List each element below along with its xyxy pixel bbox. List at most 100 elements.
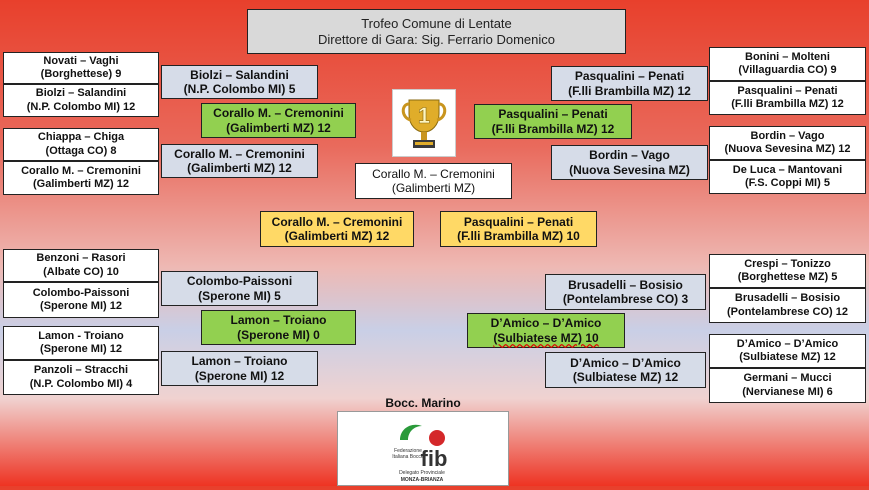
team-club-score: (F.lli Brambilla MZ) 12 [568, 83, 691, 98]
team-name: Benzoni – Rasori [36, 252, 126, 265]
team-club-score: (Pontelambrese CO) 3 [562, 292, 689, 306]
logo-line-4: MONZA-BRIANZA [401, 477, 444, 483]
team-club-score: (Ottaga CO) 8 [45, 144, 117, 157]
logo-acronym: fib [421, 446, 448, 471]
team-club-score: (Pontelambrese CO) 12 [726, 305, 849, 318]
fib-logo: fib Federazione Italiana Bocce Delegato … [337, 411, 509, 486]
team-name: Panzoli – Stracchi [33, 364, 129, 377]
left-r2-match-3: Colombo-Paissoni (Sperone MI) 5 [161, 271, 318, 306]
logo-line-1: Federazione [394, 448, 422, 454]
right-r2-match-2: Bordin – Vago (Nuova Sevesina MZ) [551, 145, 708, 180]
team-club-score: (Sulbiatese MZ) 12 [572, 370, 679, 384]
team-name: D’Amico – D’Amico [570, 355, 681, 370]
left-r1-match-1: Novati – Vaghi (Borghettese) 9 [3, 52, 159, 84]
team-name: De Luca – Mantovani [732, 163, 843, 176]
right-r1-match-7: D’Amico – D’Amico (Sulbiatese MZ) 12 [709, 334, 866, 368]
trophy-image: 1 [392, 89, 456, 157]
team-club-score: (N.P. Colombo MI) 4 [29, 377, 133, 390]
team-name: Brusadelli – Bosisio [734, 292, 841, 305]
team-club-score: (Sulbiatese MZ) 12 [739, 351, 836, 363]
right-r1-match-2: Pasqualini – Penati (F.lli Brambilla MZ)… [709, 81, 866, 115]
right-r2-match-1: Pasqualini – Penati (F.lli Brambilla MZ)… [551, 66, 708, 101]
left-r1-match-7: Lamon - Troiano (Sperone MI) 12 [3, 326, 159, 360]
winner-team-name: Corallo M. – Cremonini [372, 166, 495, 181]
team-club-score: (Sperone MI) 12 [40, 300, 122, 312]
team-club-score: (Borghettese MZ) 5 [737, 271, 838, 283]
team-club-score: (Borghettese) 9 [40, 68, 122, 80]
left-r1-match-2: Biolzi – Salandini (N.P. Colombo MI) 12 [3, 84, 159, 117]
team-name: Corallo M. – Cremonini [213, 106, 344, 121]
left-r3-match-1: Corallo M. – Cremonini (Galimberti MZ) 1… [201, 103, 356, 138]
right-r1-match-5: Crespi – Tonizzo (Borghettese MZ) 5 [709, 254, 866, 288]
left-r1-match-8: Panzoli – Stracchi (N.P. Colombo MI) 4 [3, 360, 159, 395]
team-name: Pasqualini – Penati [498, 107, 608, 122]
right-r1-match-3: Bordin – Vago (Nuova Sevesina MZ) 12 [709, 126, 866, 160]
team-name: Bonini – Molteni [745, 50, 830, 63]
team-name: Biolzi – Salandini [190, 67, 289, 82]
logo-line-3: Delegato Provinciale [399, 470, 445, 476]
race-director: Direttore di Gara: Sig. Ferrario Domenic… [318, 31, 555, 47]
right-r1-match-1: Bonini – Molteni (Villaguardia CO) 9 [709, 47, 866, 81]
left-r1-match-4: Corallo M. – Cremonini (Galimberti MZ) 1… [3, 161, 159, 195]
team-club-score: (F.lli Brambilla MZ) 12 [731, 98, 844, 110]
team-club-score: (Sperone MI) 12 [194, 368, 285, 383]
team-name: D’Amico – D’Amico [490, 316, 602, 331]
trophy-icon: 1 [401, 99, 447, 148]
team-name: Lamon - Troiano [38, 329, 124, 342]
right-r1-match-6: Brusadelli – Bosisio (Pontelambrese CO) … [709, 288, 866, 323]
team-club-score: (Nervianese MI) 6 [742, 385, 833, 398]
team-name: Bordin – Vago [750, 129, 825, 142]
team-name: Corallo M. – Cremonini [271, 214, 403, 229]
right-r2-match-4: D’Amico – D’Amico (Sulbiatese MZ) 12 [545, 352, 706, 388]
trophy-number: 1 [418, 103, 430, 128]
left-r2-match-1: Biolzi – Salandini (N.P. Colombo MI) 5 [161, 65, 318, 99]
team-club-score: (N.P. Colombo MI) 12 [26, 100, 136, 113]
team-name: Brusadelli – Bosisio [568, 277, 683, 292]
left-semifinal: Corallo M. – Cremonini (Galimberti MZ) 1… [260, 211, 414, 247]
team-club-score: (F.lli Brambilla MZ) 12 [491, 121, 615, 136]
team-club-score: (Galimberti MZ) 12 [226, 120, 331, 135]
team-name: Pasqualini – Penati [737, 84, 838, 97]
tournament-header: Trofeo Comune di Lentate Direttore di Ga… [247, 9, 626, 54]
team-club-score: (Galimberti MZ) 12 [284, 229, 390, 243]
team-name: Corallo M. – Cremonini [21, 164, 141, 177]
team-club-score: (F.S. Coppi MI) 5 [745, 177, 830, 189]
left-r3-match-2: Lamon – Troiano (Sperone MI) 0 [201, 310, 356, 345]
team-name: Germani – Mucci [743, 372, 832, 385]
left-r1-match-6: Colombo-Paissoni (Sperone MI) 12 [3, 282, 159, 318]
team-name: Biolzi – Salandini [35, 87, 127, 100]
winner-club: (Galimberti MZ) [391, 181, 476, 195]
team-name: Chiappa – Chiga [37, 131, 125, 144]
tournament-winner: Corallo M. – Cremonini (Galimberti MZ) [355, 163, 512, 199]
team-club-score: (Albate CO) 10 [43, 265, 119, 278]
logo-line-2: Italiana Bocce [392, 454, 424, 460]
team-club-score: (Sperone MI) 5 [198, 288, 281, 303]
team-name: Bordin – Vago [589, 148, 670, 163]
venue-name: Bocc. Marino [385, 396, 461, 410]
team-name: Lamon – Troiano [230, 313, 327, 328]
left-r1-match-3: Chiappa – Chiga (Ottaga CO) 8 [3, 128, 159, 161]
left-r2-match-4: Lamon – Troiano (Sperone MI) 12 [161, 351, 318, 386]
team-club-score: (Nuova Sevesina MZ) 12 [724, 143, 851, 155]
right-r1-match-4: De Luca – Mantovani (F.S. Coppi MI) 5 [709, 160, 866, 194]
team-name: D’Amico – D’Amico [736, 337, 839, 350]
team-name: Pasqualini – Penati [463, 214, 574, 229]
team-name: Pasqualini – Penati [574, 69, 685, 84]
right-semifinal: Pasqualini – Penati (F.lli Brambilla MZ)… [440, 211, 597, 247]
team-club-score: (Galimberti MZ) 12 [187, 161, 292, 175]
team-club-score: (Nuova Sevesina MZ) [569, 162, 690, 177]
team-club-score: (N.P. Colombo MI) 5 [183, 82, 296, 96]
team-club-score: (Sulbiatese MZ) 10 [493, 330, 599, 345]
team-club-score: (Sperone MI) 12 [40, 343, 122, 355]
team-name: Colombo-Paissoni [186, 274, 293, 289]
team-club-score: (Sperone MI) 0 [237, 327, 320, 342]
tournament-title: Trofeo Comune di Lentate [361, 15, 512, 31]
right-r3-match-2: D’Amico – D’Amico (Sulbiatese MZ) 10 [467, 313, 625, 348]
team-name: Colombo-Paissoni [32, 286, 130, 299]
team-name: Crespi – Tonizzo [744, 257, 831, 270]
right-r3-match-1: Pasqualini – Penati (F.lli Brambilla MZ)… [474, 104, 632, 139]
right-r1-match-8: Germani – Mucci (Nervianese MI) 6 [709, 368, 866, 403]
team-name: Corallo M. – Cremonini [174, 146, 305, 161]
team-name: Novati – Vaghi [43, 54, 119, 67]
team-club-score: (F.lli Brambilla MZ) 10 [457, 229, 580, 243]
